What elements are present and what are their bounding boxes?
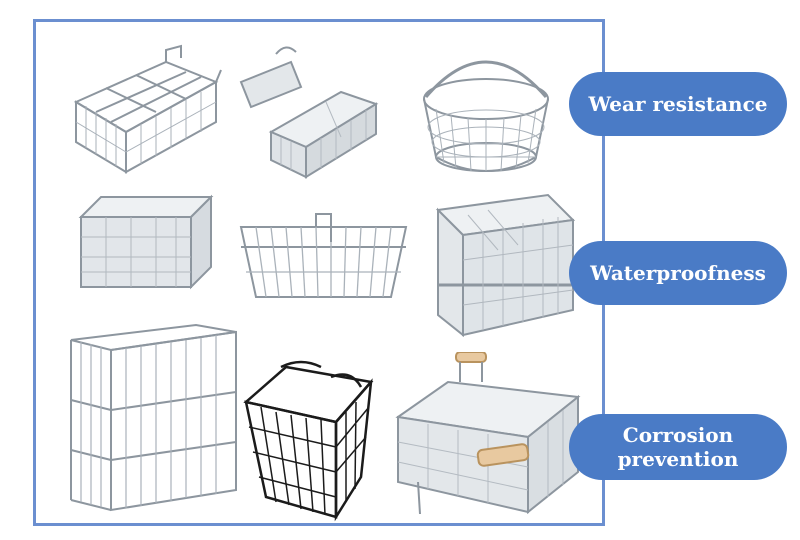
feature-label: Wear resistance — [588, 92, 768, 116]
lidded-mesh-box-icon — [231, 42, 391, 182]
mesh-tray-wooden-handles-icon — [388, 352, 583, 522]
feature-label: Waterproofness — [590, 261, 766, 285]
feature-label-line2: prevention — [617, 447, 739, 471]
black-wire-basket-icon — [241, 357, 376, 522]
stacked-tray-basket-icon — [428, 190, 578, 340]
tall-wire-basket-icon — [66, 320, 241, 520]
wire-shelf-basket-icon — [236, 212, 411, 312]
feature-pill-corrosion-prevention: Corrosion prevention — [569, 414, 787, 480]
feature-pill-waterproofness: Waterproofness — [569, 241, 787, 305]
square-mesh-basket-icon — [71, 187, 216, 307]
product-frame — [33, 19, 605, 526]
rectangular-divided-basket-icon — [66, 42, 226, 177]
feature-pill-wear-resistance: Wear resistance — [569, 72, 787, 136]
feature-label-line1: Corrosion — [622, 423, 734, 447]
round-basket-with-handle-icon — [406, 37, 566, 187]
